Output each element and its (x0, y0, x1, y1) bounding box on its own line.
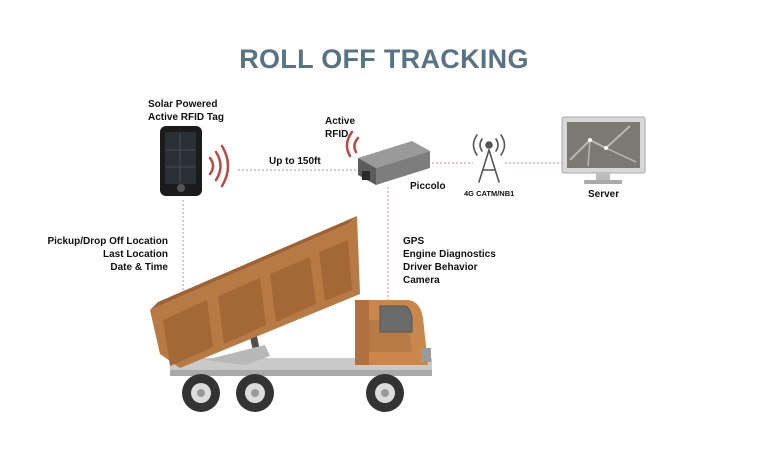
active-rfid-label: Active RFID (325, 115, 355, 141)
tag-data-label-line: Pickup/Drop Off Location (47, 236, 168, 247)
tag-data-label-line: Last Location (102, 249, 168, 260)
active-rfid-label-line: RFID (325, 129, 349, 140)
solar-tag-label-line: Solar Powered (148, 99, 218, 110)
device-data-label-line: Driver Behavior (403, 262, 478, 273)
device-label: Piccolo (410, 181, 446, 192)
piccolo-device-icon (358, 141, 430, 185)
cell-tower-icon (472, 134, 506, 183)
tag-data-labels: Pickup/Drop Off Location Last Location D… (47, 235, 168, 274)
range-label: Up to 150ft (269, 156, 321, 167)
diagram-title: ROLL OFF TRACKING (239, 44, 529, 74)
network-label: 4G CATM/NB1 (464, 189, 515, 198)
device-data-labels: GPS Engine Diagnostics Driver Behavior C… (403, 235, 496, 287)
solar-tag-label: Solar Powered Active RFID Tag (148, 98, 224, 124)
rfid-waves-icon (208, 144, 230, 188)
server-monitor-icon (561, 116, 646, 184)
server-label: Server (588, 189, 620, 200)
tag-data-label-line: Date & Time (110, 262, 168, 273)
device-data-label-line: GPS (403, 236, 425, 247)
device-data-label-line: Camera (403, 275, 440, 286)
solar-tag-label-line: Active RFID Tag (148, 112, 224, 123)
device-rfid-waves-icon (345, 130, 360, 158)
device-data-label-line: Engine Diagnostics (403, 249, 496, 260)
connection-lines (182, 162, 562, 305)
active-rfid-label-line: Active (325, 116, 356, 127)
solar-rfid-tag-icon (160, 126, 202, 196)
dump-truck-illustration (150, 216, 432, 412)
